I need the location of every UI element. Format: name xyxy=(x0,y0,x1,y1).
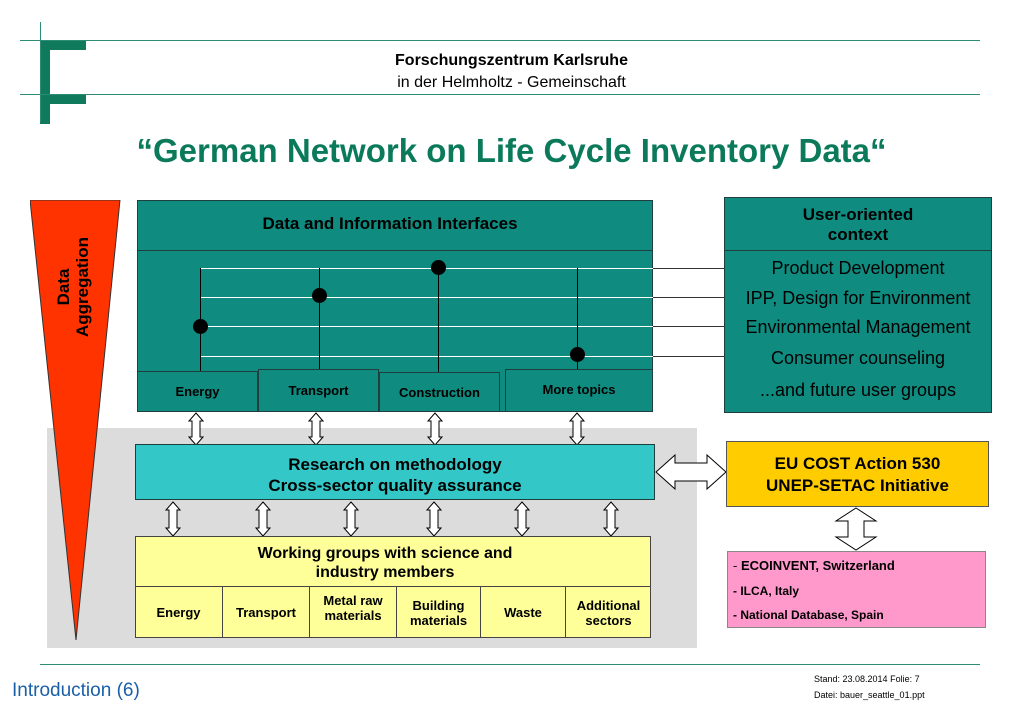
user-item-env-management: Environmental Management xyxy=(745,317,971,337)
junction-dot-more xyxy=(570,347,585,362)
interfaces-title-divider xyxy=(137,250,653,251)
footer-section: Introduction (6) xyxy=(12,680,140,701)
working-groups-title-line2: industry members xyxy=(315,564,455,581)
arrow-eu-databases xyxy=(834,507,878,551)
connector-line-2 xyxy=(200,297,724,298)
research-box xyxy=(135,444,655,500)
working-groups-divider xyxy=(135,586,651,587)
connector-ext-1 xyxy=(653,268,724,269)
connector-line-3 xyxy=(200,326,724,327)
sector-building-line1: Building xyxy=(412,597,465,613)
sector-metal-line2: materials xyxy=(324,608,382,623)
user-item-future: ...and future user groups xyxy=(759,380,957,400)
connector-line-1 xyxy=(200,268,724,269)
eu-cost-line1: EU COST Action 530 xyxy=(774,454,941,473)
database-ecoinvent-prefix: - xyxy=(733,558,741,573)
user-context-box xyxy=(724,197,992,413)
aggregation-label: Data Aggregation xyxy=(18,232,128,342)
junction-dot-transport xyxy=(312,288,327,303)
sector-energy-line1: Energy xyxy=(156,605,201,620)
arrows-row-1 xyxy=(187,412,586,446)
junction-dot-energy xyxy=(193,319,208,334)
topic-transport: Transport xyxy=(258,369,379,412)
user-item-consumer: Consumer counseling xyxy=(770,348,946,368)
footer-line xyxy=(40,664,980,665)
org-subtitle: in der Helmholtz - Gemeinschaft xyxy=(397,74,626,91)
eu-cost-text: EU COST Action 530 UNEP-SETAC Initiative xyxy=(726,453,989,497)
junction-dot-construction xyxy=(431,260,446,275)
footer-stand: Stand: 23.08.2014 Folie: 7 xyxy=(814,674,920,684)
user-item-product-development: Product Development xyxy=(771,258,945,278)
user-context-title-line1: User-oriented xyxy=(802,205,914,224)
database-ecoinvent: - ECOINVENT, Switzerland xyxy=(733,558,895,573)
research-line2: Cross-sector quality assurance xyxy=(268,476,522,495)
user-context-title-line2: context xyxy=(827,225,889,244)
sector-waste-line1: Waste xyxy=(504,605,542,620)
working-groups-title-line1: Working groups with science and xyxy=(257,545,513,562)
header-line-bottom xyxy=(20,94,980,95)
databases-box xyxy=(727,551,986,628)
topic-more: More topics xyxy=(505,369,653,412)
topic-line-construction xyxy=(438,268,439,372)
sector-energy: Energy xyxy=(135,587,223,638)
sector-metal: Metal raw materials xyxy=(310,587,397,638)
connector-line-4 xyxy=(200,356,724,357)
topic-energy: Energy xyxy=(137,371,258,412)
eu-cost-line2: UNEP-SETAC Initiative xyxy=(766,476,949,495)
sector-additional-line1: Additional xyxy=(576,597,641,613)
slide-title: “German Network on Life Cycle Inventory … xyxy=(136,132,887,169)
aggregation-label-line1: Data xyxy=(54,268,73,306)
connector-ext-2 xyxy=(653,297,724,298)
database-ilca: - ILCA, Italy xyxy=(733,584,800,598)
sector-additional-line2: sectors xyxy=(585,612,632,628)
aggregation-label-line2: Aggregation xyxy=(73,236,92,338)
sector-transport: Transport xyxy=(223,587,310,638)
sector-additional: Additional sectors xyxy=(566,587,651,638)
working-groups-title: Working groups with science and industry… xyxy=(135,544,635,582)
research-line1: Research on methodology xyxy=(288,455,502,474)
connector-ext-4 xyxy=(653,356,724,357)
user-item-ipp: IPP, Design for Environment xyxy=(745,288,971,308)
sector-building-line2: materials xyxy=(409,612,468,628)
logo-bar-vertical xyxy=(40,40,50,124)
database-ecoinvent-name: ECOINVENT, Switzerland xyxy=(740,558,895,573)
user-context-title: User-oriented context xyxy=(724,205,992,245)
connector-ext-3 xyxy=(653,326,724,327)
header-line-top xyxy=(20,40,980,41)
org-name: Forschungszentrum Karlsruhe xyxy=(395,52,628,69)
sector-transport-line1: Transport xyxy=(236,605,296,620)
user-context-divider xyxy=(724,250,992,251)
sector-waste: Waste xyxy=(481,587,566,638)
topic-line-transport xyxy=(319,268,320,372)
interfaces-title: Data and Information Interfaces xyxy=(262,214,518,233)
topic-construction: Construction xyxy=(379,372,500,412)
aggregation-triangle xyxy=(30,200,121,641)
database-spain: - National Database, Spain xyxy=(733,608,884,622)
footer-datei: Datei: bauer_seattle_01.ppt xyxy=(814,690,925,700)
logo-bar-mid xyxy=(40,94,86,104)
sector-building: Building materials xyxy=(397,587,481,638)
research-text: Research on methodology Cross-sector qua… xyxy=(135,454,655,496)
eu-cost-box xyxy=(726,441,989,507)
header-line-vertical xyxy=(40,22,41,122)
logo-bar-top xyxy=(40,40,86,50)
arrow-research-eu xyxy=(655,453,727,491)
sector-metal-line1: Metal raw xyxy=(323,593,383,608)
arrows-row-2 xyxy=(164,501,620,537)
topic-line-more xyxy=(577,268,578,372)
